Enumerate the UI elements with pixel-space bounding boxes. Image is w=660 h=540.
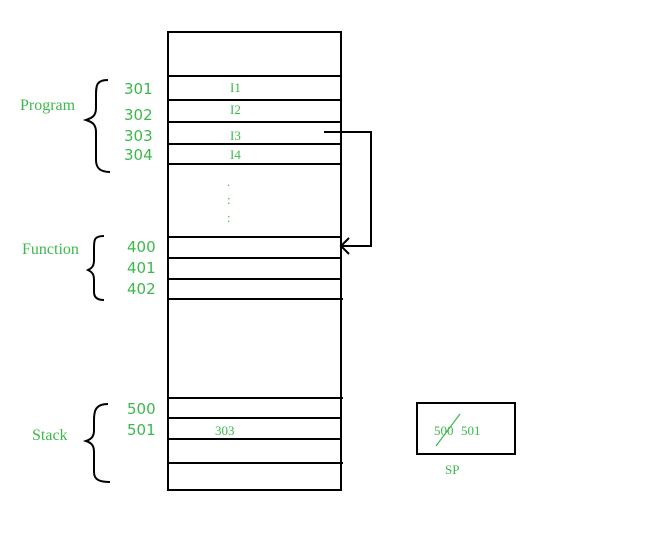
ellipsis-mark: : (227, 210, 231, 225)
group-label-stack: Stack (32, 427, 68, 444)
program-instruction: I1 (230, 80, 241, 95)
program-address: 302 (124, 106, 153, 124)
function-address: 402 (127, 280, 156, 298)
group-label-function: Function (22, 241, 79, 258)
memory-block (167, 31, 342, 491)
ellipsis-mark: . (227, 174, 230, 189)
brace-stack (82, 403, 111, 483)
stack-value: 303 (215, 423, 235, 438)
group-label-program: Program (20, 97, 76, 114)
program-address: 303 (124, 127, 153, 145)
arrow-head-icon (339, 237, 350, 255)
call-arrow (324, 131, 372, 247)
sp-label: SP (445, 462, 459, 477)
program-instruction: I4 (230, 147, 241, 162)
sp-new-value: 501 (461, 423, 481, 438)
ellipsis-mark: : (227, 192, 231, 207)
function-address: 400 (127, 238, 156, 256)
sp-strike-line (435, 413, 461, 447)
program-instruction: I2 (230, 102, 241, 117)
sp-old-value: 500 (434, 423, 454, 438)
program-address: 301 (124, 80, 153, 98)
stack-address: 501 (127, 421, 156, 439)
function-address: 401 (127, 259, 156, 277)
brace-program (82, 79, 111, 173)
brace-function (85, 235, 105, 301)
sp-box (416, 402, 516, 455)
program-instruction: I3 (230, 128, 241, 143)
program-address: 304 (124, 146, 153, 164)
stack-address: 500 (127, 400, 156, 418)
